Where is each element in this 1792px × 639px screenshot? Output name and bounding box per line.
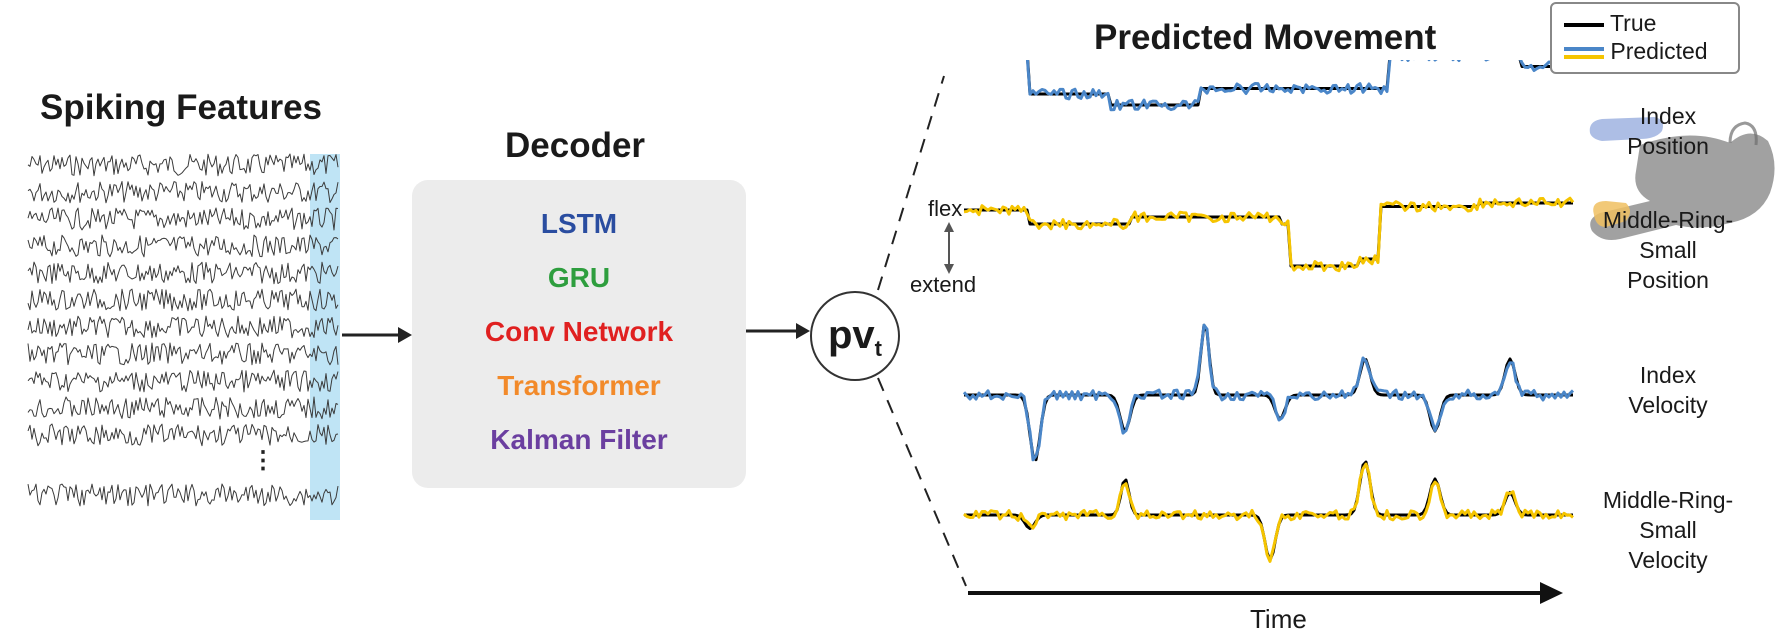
spike-trace (27, 234, 339, 258)
time-axis-arrowhead (1540, 582, 1563, 604)
extend-label: extend (910, 272, 977, 297)
legend-true: True (1564, 10, 1657, 36)
spike-trace (27, 315, 339, 339)
spike-trace (27, 396, 339, 420)
legend-predicted: Predicted (1564, 38, 1708, 64)
spike-trace (27, 261, 339, 285)
zoom-line-top (877, 75, 945, 291)
spiking-traces: ⋮ (27, 153, 340, 520)
predicted-trace (1025, 60, 1575, 112)
zoom-line-bottom (877, 377, 967, 587)
true-trace (964, 460, 1573, 562)
decoder-title: Decoder (505, 126, 646, 165)
predicted-trace (963, 196, 1575, 273)
arrow-to-decoder (342, 327, 412, 343)
model-gru: GRU (547, 262, 611, 293)
legend: True Predicted (1550, 2, 1740, 74)
time-axis-label: Time (1250, 604, 1307, 634)
spike-trace (27, 423, 339, 447)
predicted-trace (963, 462, 1574, 563)
true-trace (964, 201, 1573, 268)
output-symbol: pvt (827, 313, 882, 361)
spiking-features-title: Spiking Features (40, 88, 323, 127)
extend-arrowhead (944, 264, 954, 274)
predicted-trace (962, 323, 1575, 462)
hand-illustration (1589, 117, 1775, 240)
true-trace (1026, 60, 1573, 107)
movement-traces (962, 60, 1575, 563)
predicted-movement-title: Predicted Movement (1094, 18, 1437, 57)
flex-label: flex (928, 196, 963, 221)
spike-trace (27, 153, 339, 177)
model-transformer: Transformer (497, 370, 661, 401)
spike-trace (27, 369, 339, 393)
decoder-box: LSTM GRU Conv Network Transformer Kalman… (412, 180, 746, 488)
model-conv-network: Conv Network (484, 316, 674, 347)
flex-arrowhead (944, 222, 954, 232)
model-kalman-filter: Kalman Filter (490, 424, 668, 455)
movement-panels (962, 60, 1575, 563)
spike-trace-group (27, 153, 339, 507)
spike-trace (27, 207, 339, 231)
model-lstm: LSTM (540, 208, 618, 239)
output-pv-circle: pvt (810, 291, 900, 381)
spike-trace (27, 181, 339, 204)
spike-trace (27, 483, 339, 507)
spike-trace (27, 288, 339, 312)
spike-trace (27, 342, 339, 366)
ellipsis-dots: ⋮ (251, 447, 275, 474)
arrow-to-output (746, 323, 810, 339)
